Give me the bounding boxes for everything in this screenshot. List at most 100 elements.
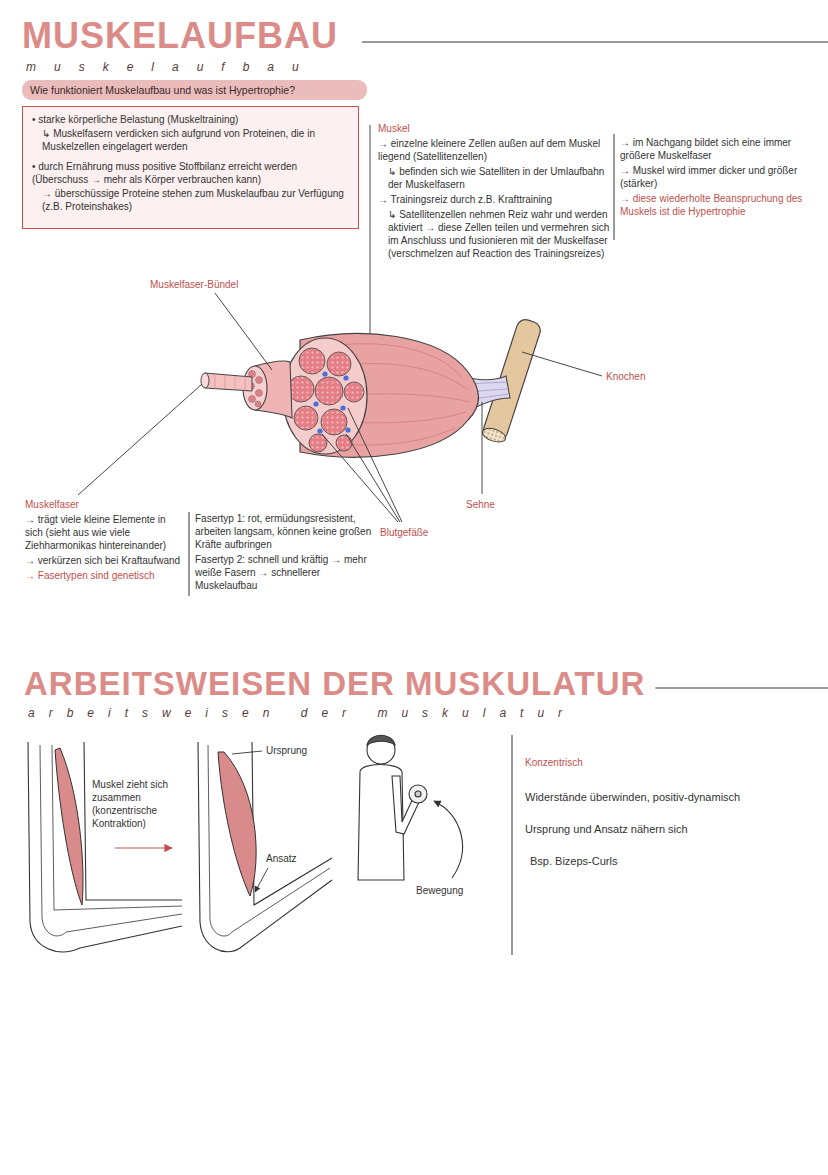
note-text: → einzelne kleinere Zellen außen auf dem… (378, 137, 610, 163)
leader-lines (215, 293, 272, 370)
leader-lines (482, 402, 483, 494)
box-text: Wie funktioniert Muskelaufbau und was is… (30, 83, 359, 97)
fibre-stripes (235, 376, 236, 390)
fibre-bundle-fibres (256, 390, 263, 397)
fibre-stripes (225, 375, 226, 389)
fibre-stripes (245, 376, 246, 391)
leader-lines (232, 751, 268, 892)
person-curl (392, 776, 420, 834)
text-column: → im Nachgang bildet sich eine immer grö… (620, 136, 818, 220)
title-script: muskelaufbau (26, 60, 317, 76)
biceps-contracted (218, 752, 256, 896)
figure-caption: Muskel zieht sich zusammen (konzentrisch… (92, 778, 182, 830)
fascicles (299, 348, 325, 374)
note-text: → Muskel wird immer dicker und größer (s… (620, 164, 818, 190)
part-label: Knochen (606, 370, 645, 383)
blood-vessels (322, 371, 327, 376)
blood-vessels (340, 405, 345, 410)
box-text: • starke körperliche Belastung (Muskeltr… (32, 113, 349, 127)
box-text: → überschüssige Proteine stehen zum Musk… (32, 187, 349, 214)
box-text: • durch Ernährung muss positive Stoffbil… (32, 160, 349, 187)
muscle-fibre (205, 373, 252, 391)
fibre-bundle-fibres (249, 396, 256, 403)
arm-relaxed (28, 742, 182, 952)
column-divider (512, 735, 513, 955)
text-column: Muskelfaser → trägt viele kleine Elemente… (25, 498, 183, 584)
box-text: ↳ Muskelfasern verdicken sich aufgrund v… (32, 127, 349, 154)
bone (481, 426, 508, 445)
text-column: Fasertyp 1: rot, ermüdungsresistent, arb… (195, 512, 373, 594)
leader-lines (346, 434, 400, 522)
part-label: Blutgefäße (380, 526, 428, 539)
arm-relaxed (52, 745, 182, 910)
leader-lines (322, 434, 398, 522)
note-text: ↳ Satellitenzellen nehmen Reiz wahr und … (378, 208, 610, 260)
arm-relaxed (28, 742, 182, 952)
title-script: arbeitsweisen der muskulatur (28, 706, 576, 722)
blood-vessels (313, 371, 350, 433)
fascicles (288, 376, 314, 402)
leader-lines (78, 384, 202, 495)
fibre-bundle-fibres (256, 377, 263, 384)
note-text: → diese wiederholte Beanspruchung des Mu… (620, 192, 818, 218)
column-heading: Muskel (378, 122, 610, 135)
note-text: Fasertyp 1: rot, ermüdungsresistent, arb… (195, 512, 373, 551)
leader-lines (348, 408, 402, 522)
part-label: Sehne (466, 498, 495, 511)
arm-relaxed (40, 745, 182, 936)
note-text: Fasertyp 2: schnell und kräftig → mehr w… (195, 553, 373, 592)
column-divider (614, 134, 615, 240)
blood-vessels (317, 428, 322, 433)
blood-vessels (345, 427, 350, 432)
note-text: → verkürzen sich bei Kraftaufwand (25, 554, 183, 567)
arm-contracted (208, 745, 330, 936)
note-text: Bsp. Bizeps-Curls (530, 854, 617, 868)
person-curl (358, 735, 427, 880)
fibre-stripes (215, 374, 216, 389)
part-label: Bewegung (416, 884, 463, 897)
column-divider (189, 512, 190, 596)
person-curl (367, 735, 395, 745)
note-text: → Fasertypen sind genetisch (25, 569, 183, 582)
blood-vessels (343, 375, 348, 380)
fascicles (294, 406, 318, 430)
note-text: ↳ befinden sich wie Satelliten in der Um… (378, 165, 610, 191)
question-band: Wie funktioniert Muskelaufbau und was is… (22, 80, 367, 100)
biceps-relaxed (55, 748, 83, 905)
person-curl (409, 785, 427, 803)
fascicles (315, 377, 343, 405)
term-heading: Konzentrisch (525, 756, 583, 769)
note-text: → Trainingsreiz durch z.B. Krafttraining (378, 193, 610, 206)
part-label: Ursprung (266, 744, 307, 757)
note-text: Ursprung und Ansatz nähern sich (525, 822, 688, 836)
blood-vessels (313, 401, 318, 406)
movement-arrow (434, 801, 462, 878)
arm-contracted (198, 742, 332, 952)
person-curl (367, 736, 395, 764)
muscle-fibre-end (201, 373, 209, 388)
note-text: → trägt viele kleine Elemente in sich (s… (25, 513, 183, 552)
leader-lines (255, 868, 268, 892)
arm-relaxed (84, 742, 182, 900)
muscle-cross-section (283, 338, 367, 454)
fascicles (321, 409, 347, 435)
contraction-arrow (115, 847, 172, 848)
heading-rule (362, 42, 828, 43)
fascicles (336, 435, 352, 451)
text-column: Muskel → einzelne kleinere Zellen außen a… (378, 122, 610, 262)
arm-contracted (198, 742, 332, 952)
part-label: Ansatz (266, 852, 297, 865)
section-title: ARBEITSWEISEN DER MUSKULATUR (24, 666, 645, 702)
note-text: → im Nachgang bildet sich eine immer grö… (620, 136, 818, 162)
heading-rule (655, 688, 828, 689)
fibre-bundle-fibres (255, 401, 261, 407)
column-heading: Muskelfaser (25, 498, 183, 511)
note-text: Widerstände überwinden, positiv-dynamisc… (525, 790, 740, 804)
arm-contracted (252, 742, 332, 905)
person-curl (415, 791, 421, 797)
part-label: Muskelfaser-Bündel (150, 278, 238, 291)
fibre-stripes (215, 374, 245, 391)
fascicles (288, 348, 364, 452)
fascicles (344, 382, 364, 402)
